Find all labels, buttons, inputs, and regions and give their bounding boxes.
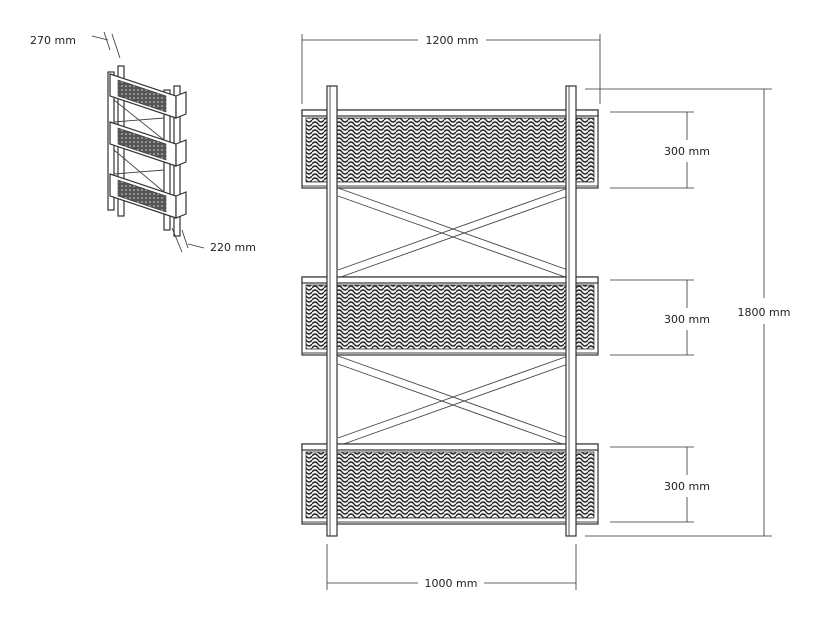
dim-overall-width: 1200 mm <box>301 34 601 104</box>
basket-top <box>301 109 599 189</box>
dim-basket-height-top: 300 mm <box>610 111 710 189</box>
label-basket-height-bottom: 300 mm <box>664 480 710 493</box>
dim-depth-top: 270 mm <box>30 31 121 59</box>
dim-basket-height-middle: 300 mm <box>610 279 710 356</box>
dim-basket-height-bottom: 300 mm <box>610 446 710 523</box>
label-overall-height: 1800 mm <box>738 306 791 319</box>
label-depth-bottom: 220 mm <box>210 241 256 254</box>
basket-bottom <box>301 443 599 525</box>
cross-brace-upper <box>337 187 569 279</box>
thumb-basket-top <box>109 73 187 119</box>
label-basket-height-middle: 300 mm <box>664 313 710 326</box>
dim-overall-height: 1800 mm <box>585 88 791 537</box>
label-inner-width: 1000 mm <box>425 577 478 590</box>
isometric-thumbnail: 270 mm 220 mm <box>30 31 256 254</box>
post-right <box>565 85 577 537</box>
dim-inner-width: 1000 mm <box>326 544 577 590</box>
label-depth-top: 270 mm <box>30 34 76 47</box>
dim-depth-bottom: 220 mm <box>171 227 256 254</box>
label-overall-width: 1200 mm <box>426 34 479 47</box>
front-elevation <box>301 85 599 537</box>
cross-brace-lower <box>337 355 569 447</box>
post-left <box>326 85 338 537</box>
thumb-basket-middle <box>109 121 187 167</box>
thumb-basket-bottom <box>109 173 187 219</box>
label-basket-height-top: 300 mm <box>664 145 710 158</box>
basket-middle <box>301 276 599 356</box>
